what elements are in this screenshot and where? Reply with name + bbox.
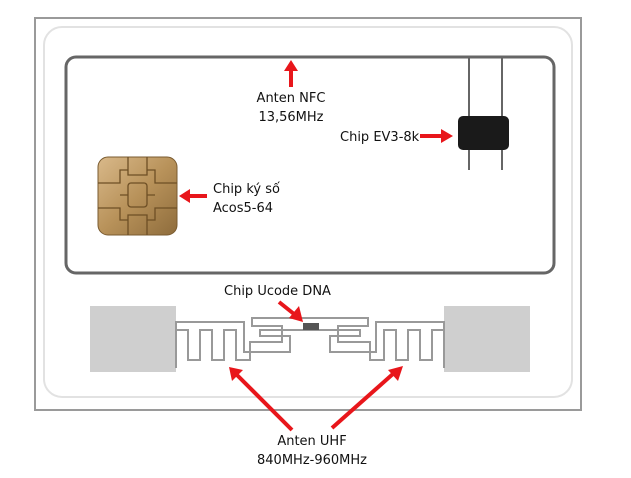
chip-ev3-icon: [458, 57, 509, 170]
uhf-pad-right: [444, 306, 530, 372]
label-chip-ky-so: Chip ký số Acos5-64: [213, 180, 280, 218]
label-chip-ucode: Chip Ucode DNA: [224, 284, 331, 299]
label-chip-ev3: Chip EV3-8k: [340, 130, 420, 145]
label-anten-nfc-line1: Anten NFC: [256, 91, 326, 106]
label-anten-nfc-line2: 13,56MHz: [258, 110, 324, 125]
ucode-chip-icon: [303, 323, 319, 330]
uhf-pad-left: [90, 306, 176, 372]
label-chip-ky-so-line1: Chip ký số: [213, 182, 280, 197]
nfc-antenna-outline: [64, 55, 556, 275]
label-anten-uhf-line1: Anten UHF: [277, 434, 347, 449]
arrow-icon: [179, 60, 453, 432]
label-anten-nfc: Anten NFC 13,56MHz: [240, 89, 342, 127]
card-inner-border: [43, 26, 573, 398]
label-chip-ky-so-line2: Acos5-64: [213, 201, 274, 216]
label-anten-uhf-line2: 840MHz-960MHz: [257, 453, 367, 468]
label-anten-uhf: Anten UHF 840MHz-960MHz: [232, 432, 392, 470]
chip-contact-icon: [97, 156, 178, 236]
